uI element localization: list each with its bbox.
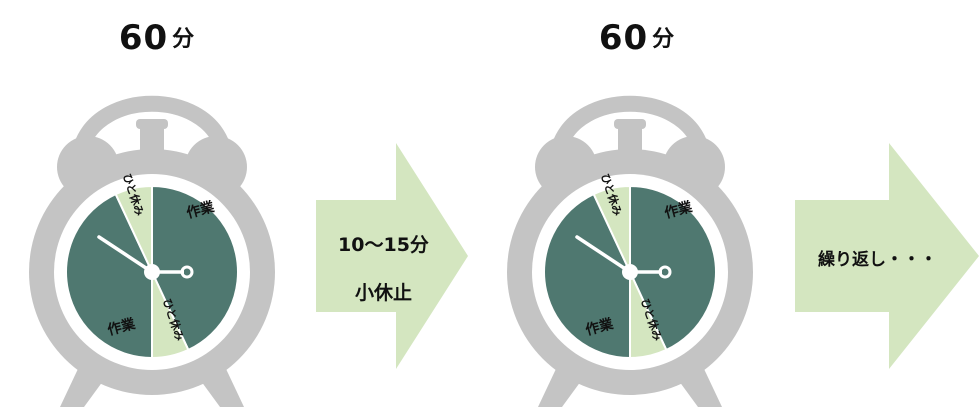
clock-2-handle [552, 95, 708, 149]
clock-2-top-button [614, 119, 646, 129]
arrow-right-2-icon [795, 143, 979, 369]
clock-2-minute-hand [575, 235, 632, 274]
clock-1-top-stem [140, 125, 164, 150]
clock-1-duration-unit: 分 [172, 27, 196, 52]
clock-2-hour-hand-tip [658, 265, 672, 279]
clock-1-minute-hand [97, 235, 154, 274]
clock-1-work-label-bottom: 作業 [106, 315, 138, 339]
clock-1-handle [74, 95, 230, 149]
clock-2-segment-work-bottom [543, 192, 631, 360]
clock-1-duration-value: 60 [118, 18, 169, 58]
clock-2-work-label-top: 作業 [663, 198, 695, 222]
arrow-2-repeat-text: 繰り返し・・・ [818, 250, 937, 270]
clock-2-top-stem [618, 125, 642, 150]
clock-2-work-label-bottom: 作業 [584, 315, 616, 339]
alarm-clock-1-icon: 作業 作業 ひと休み ひと休み [29, 95, 275, 407]
clock-2-duration-unit: 分 [652, 27, 676, 52]
arrow-2-shape [795, 143, 979, 369]
arrow-right-1-icon [316, 143, 468, 369]
clock-2-segment-break-top [592, 184, 631, 273]
alarm-clock-2-icon: 作業 作業 ひと休み ひと休み [507, 95, 753, 407]
clock-2-duration-value: 60 [598, 18, 649, 58]
clock-1-hour-hand-tip [180, 265, 194, 279]
clock-1-work-label-top: 作業 [185, 198, 217, 222]
clock-1-segment-work-top [151, 184, 239, 352]
clock-1-segment-break-top [114, 184, 153, 273]
clock-2-segment-work-top [629, 184, 717, 352]
clock-1-top-button [136, 119, 168, 129]
arrow-1-shape [316, 143, 468, 369]
clock-1-center-pin [144, 264, 160, 280]
arrow-1-break-text: 小休止 [354, 282, 412, 304]
clock-1-segment-work-bottom [65, 192, 153, 360]
clock-2-center-pin [622, 264, 638, 280]
arrow-1-duration-text: 10～15分 [338, 234, 429, 256]
